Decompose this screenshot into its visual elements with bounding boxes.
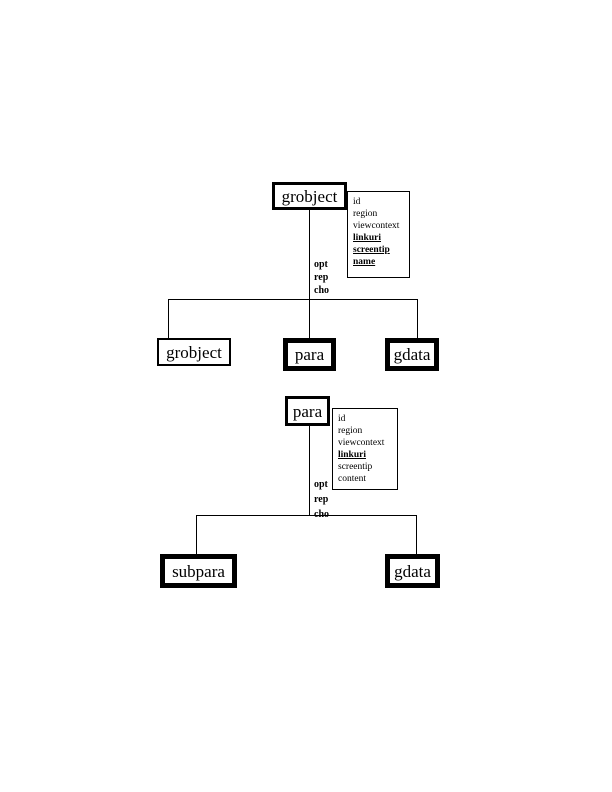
node-label: gdata [393,345,431,364]
para-root-node: para [285,396,330,426]
node-label: grobject [166,342,222,362]
child-drop-line [196,515,197,554]
edge-label-rep: rep [314,272,329,283]
attribute-item: region [338,426,363,436]
tree-vertical-line [309,426,310,515]
edge-label-opt: opt [314,479,328,490]
node-label: gdata [394,561,431,581]
attribute-item: screentip [353,245,390,255]
para-attribute-list: id region viewcontext linkuri screentip … [332,408,398,490]
node-label: grobject [281,186,338,206]
tree-horizontal-line [196,515,417,516]
edge-label-cho: cho [314,285,329,296]
tree-vertical-line [309,210,310,299]
node-label: para [294,345,325,364]
child-drop-line [417,299,418,338]
node-subpara-child: subpara [160,554,237,588]
node-para-child: para [283,338,336,371]
attribute-item: viewcontext [353,221,400,231]
attribute-item: linkuri [338,450,366,460]
attribute-item: content [338,474,366,484]
edge-label-cho: cho [314,509,329,520]
attribute-item: id [353,197,361,207]
attribute-item: id [338,414,346,424]
node-label: subpara [172,561,225,581]
edge-label-rep: rep [314,494,329,505]
node-gdata-child: gdata [385,338,439,371]
edge-labels: opt rep cho [314,477,329,522]
attribute-item: region [353,209,378,219]
attribute-item: screentip [338,462,373,472]
child-drop-line [416,515,417,554]
node-grobject-child: grobject [157,338,231,366]
edge-labels: opt rep cho [314,258,329,297]
grobject-attribute-list: id region viewcontext linkuri screentip … [347,191,410,278]
node-label: para [292,401,323,421]
child-drop-line [168,299,169,338]
tree-horizontal-line [168,299,418,300]
node-gdata-child: gdata [385,554,440,588]
child-drop-line [309,299,310,338]
attribute-item: viewcontext [338,438,385,448]
grobject-root-node: grobject [272,182,347,210]
edge-label-opt: opt [314,259,328,270]
attribute-item: linkuri [353,233,381,243]
attribute-item: name [353,257,376,267]
